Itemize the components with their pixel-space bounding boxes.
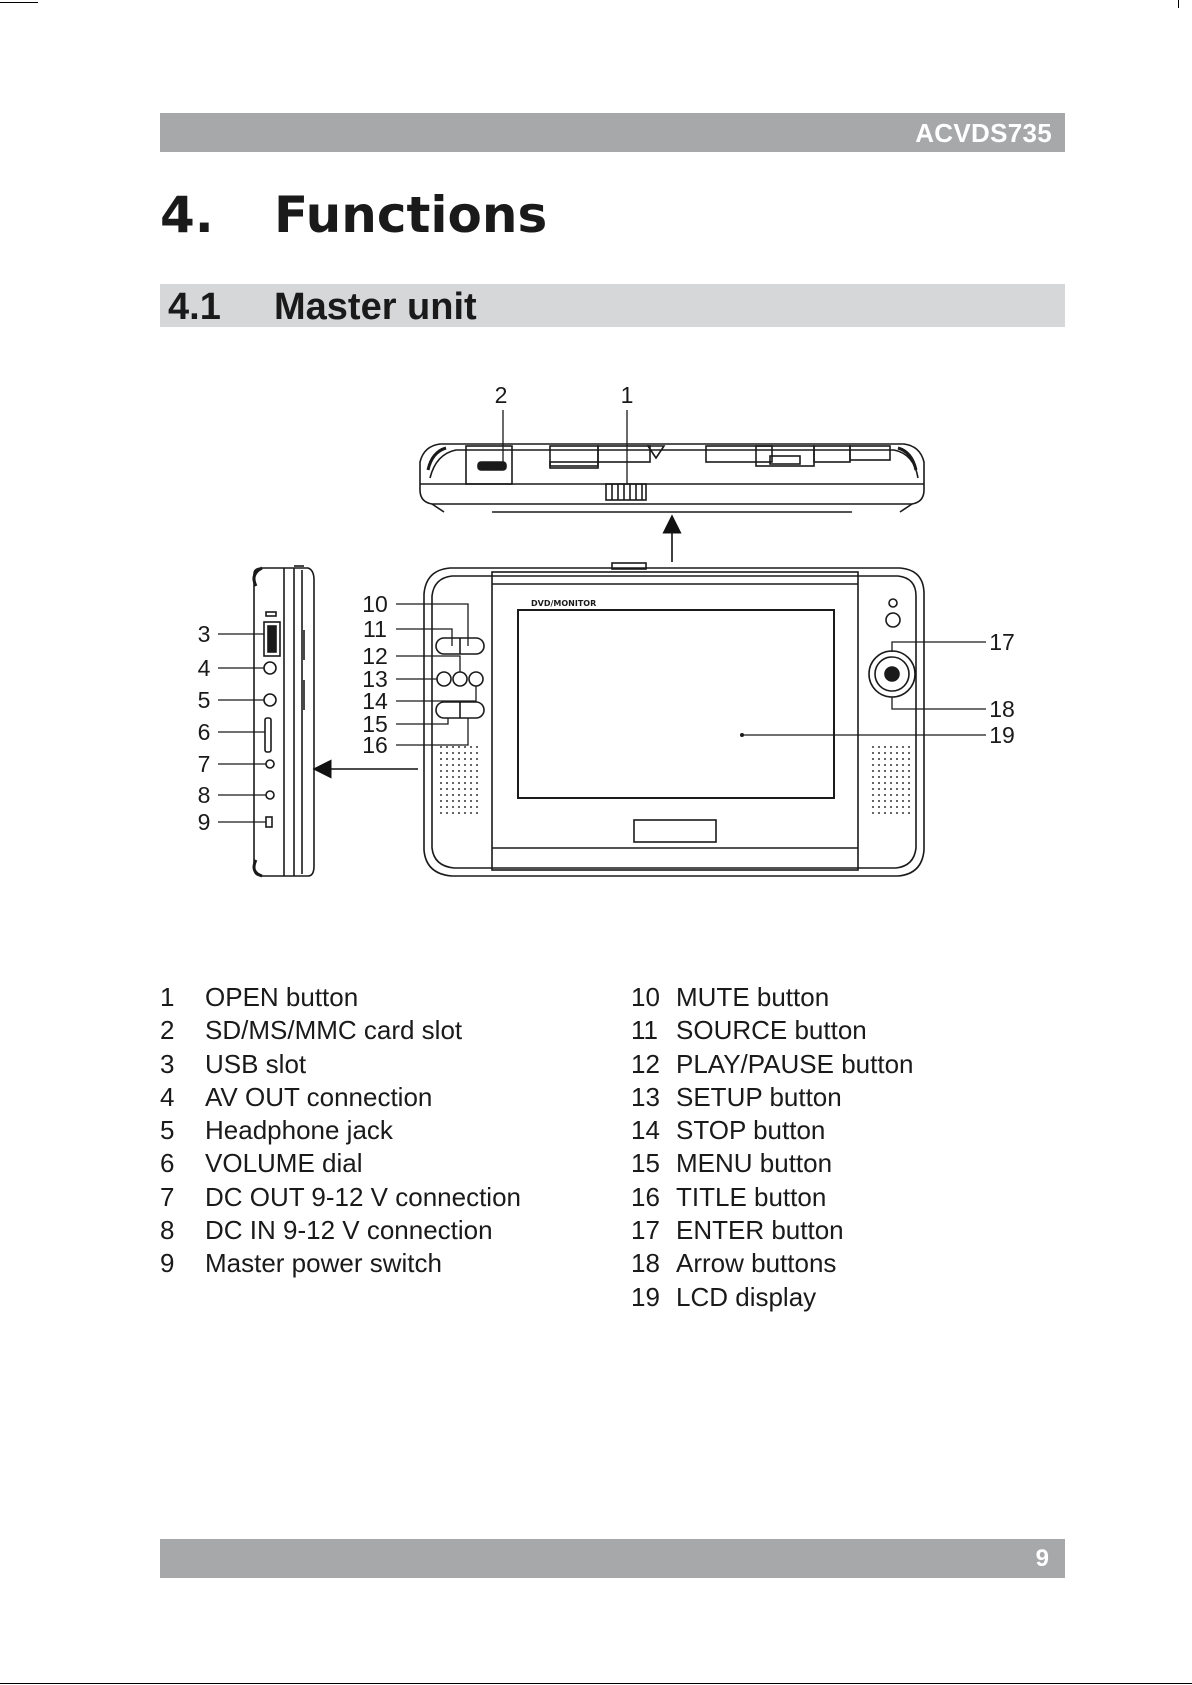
legend-text: VOLUME dial [205, 1148, 363, 1179]
section-number: 4.1 [168, 286, 221, 328]
legend-text: TITLE button [676, 1181, 827, 1212]
callout-16: 16 [362, 732, 388, 758]
legend-text: MUTE button [676, 982, 830, 1012]
legend-number: 15 [631, 1148, 660, 1179]
legend-text: SETUP button [676, 1081, 842, 1112]
callout-13: 13 [362, 666, 388, 692]
legend-number: 9 [160, 1248, 175, 1279]
callout-15: 15 [362, 711, 388, 737]
crop-mark-top-right [1178, 0, 1179, 8]
callout-numbers: 2 1 3 4 5 6 7 8 9 10 11 12 13 14 15 16 1… [198, 382, 1015, 835]
callout-6: 6 [198, 719, 211, 745]
view-arrows [312, 514, 682, 779]
callout-12: 12 [362, 643, 388, 669]
legend-number: 6 [160, 1148, 175, 1179]
legend-number: 8 [160, 1215, 175, 1246]
device-front-view [423, 562, 925, 877]
screen-label: DVD/MONITOR [531, 599, 596, 608]
legend-text: SOURCE button [676, 1015, 867, 1046]
legend-text: SD/MS/MMC card slot [205, 1015, 463, 1046]
legend-number: 12 [631, 1048, 660, 1079]
legend-number: 10 [631, 982, 660, 1012]
legend-number: 17 [631, 1215, 660, 1246]
crop-mark-bottom [0, 1683, 1192, 1684]
legend-text: AV OUT connection [205, 1081, 433, 1112]
legend-number: 18 [631, 1248, 660, 1279]
legend-text: STOP button [676, 1115, 826, 1146]
legend-text: MENU button [676, 1148, 833, 1179]
callout-9: 9 [198, 809, 211, 835]
callout-17: 17 [989, 629, 1015, 655]
legend-text: Arrow buttons [676, 1248, 837, 1279]
legend-text: Headphone jack [205, 1115, 393, 1146]
legend-number: 13 [631, 1081, 660, 1112]
callout-14: 14 [362, 688, 388, 714]
legend-number: 19 [631, 1281, 660, 1312]
footer-bar: 9 [160, 1539, 1065, 1578]
legend-text: DC OUT 9-12 V connection [205, 1181, 521, 1212]
page-number: 9 [1035, 1545, 1049, 1572]
legend-number: 14 [631, 1115, 660, 1146]
callout-8: 8 [198, 782, 211, 808]
leader-lines [218, 410, 986, 823]
device-top-view [419, 443, 925, 513]
callout-3: 3 [198, 621, 211, 647]
callout-11: 11 [363, 616, 387, 642]
legend-text: LCD display [676, 1281, 817, 1312]
legend-number: 11 [631, 1015, 658, 1046]
legend-text: OPEN button [205, 982, 359, 1012]
callout-1: 1 [621, 382, 634, 408]
legend-number: 3 [160, 1048, 175, 1079]
legend-text: USB slot [205, 1048, 307, 1079]
callout-4: 4 [198, 655, 211, 681]
callout-18: 18 [989, 696, 1015, 722]
callout-2: 2 [495, 382, 508, 408]
legend-number: 7 [160, 1181, 175, 1212]
chapter-number: 4. [160, 186, 214, 244]
callout-10: 10 [362, 591, 388, 617]
lcd-pointer-dot [740, 733, 744, 737]
device-side-view [252, 565, 315, 878]
callout-5: 5 [198, 687, 211, 713]
section-title: Master unit [274, 286, 477, 328]
chapter-title: Functions [274, 186, 548, 244]
legend-number: 5 [160, 1115, 175, 1146]
legend-number: 4 [160, 1081, 175, 1112]
legend-text: ENTER button [676, 1215, 844, 1246]
legend-text: DC IN 9-12 V connection [205, 1215, 493, 1246]
crop-mark-top-left [0, 2, 38, 3]
legend-text: PLAY/PAUSE button [676, 1048, 914, 1079]
callout-19: 19 [989, 722, 1015, 748]
legend-number: 2 [160, 1015, 175, 1046]
legend-number: 1 [160, 982, 175, 1012]
legend-text: Master power switch [205, 1248, 442, 1279]
header-bar: ACVDS735 [160, 113, 1065, 152]
legend-number: 16 [631, 1181, 660, 1212]
callout-7: 7 [198, 751, 211, 777]
device-diagram: DVD/MONITOR [198, 382, 1015, 878]
section-heading: 4.1 Master unit [160, 284, 1065, 328]
model-code: ACVDS735 [915, 118, 1052, 148]
